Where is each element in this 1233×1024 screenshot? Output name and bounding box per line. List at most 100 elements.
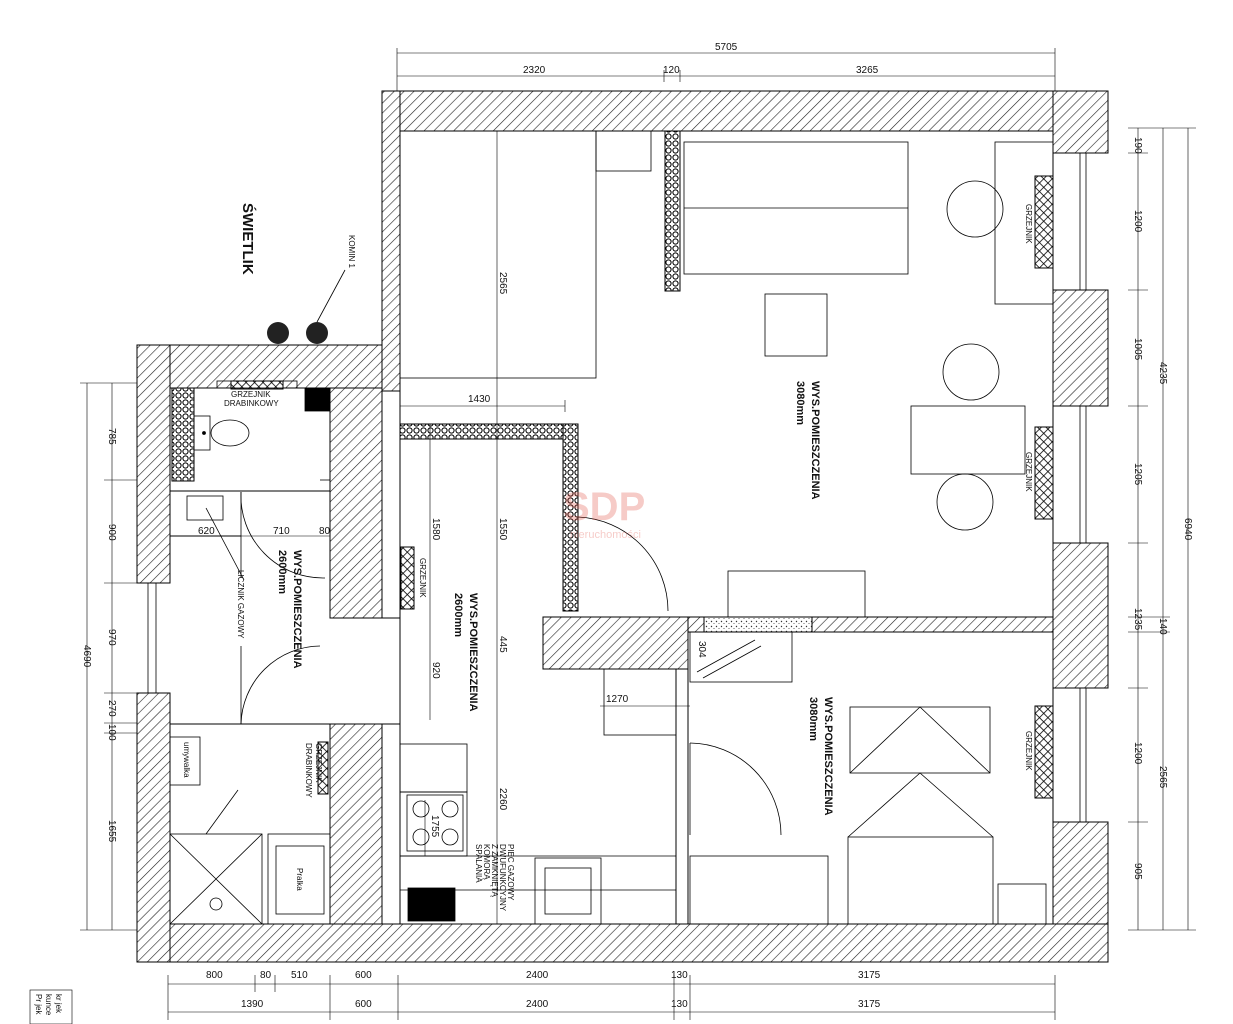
svg-text:Z ZAMKNIĘTĄ: Z ZAMKNIĘTĄ	[490, 844, 499, 898]
svg-text:SDP: SDP	[563, 485, 645, 529]
dimension-lines	[80, 48, 1196, 1020]
svg-text:DWUFUNKCYJNY: DWUFUNKCYJNY	[498, 844, 507, 912]
svg-text:1200: 1200	[1132, 742, 1143, 765]
windows	[137, 153, 1087, 822]
svg-text:270: 270	[106, 700, 117, 717]
svg-text:120: 120	[663, 65, 680, 76]
kitchen-partition	[171, 130, 813, 633]
svg-text:DRABINKOWY: DRABINKOWY	[224, 399, 279, 408]
svg-text:1270: 1270	[606, 694, 629, 705]
walls	[136, 90, 1109, 963]
svg-text:130: 130	[671, 970, 688, 981]
svg-text:1430: 1430	[468, 394, 491, 405]
gas-boiler	[407, 887, 456, 922]
svg-text:2260: 2260	[497, 788, 508, 811]
washbasin-label: umywalka	[182, 742, 191, 778]
gas-meter-label: LICZNIK GAZOWY	[236, 570, 245, 639]
room-height-kitchen: WYS.POMIESZCZENIA	[467, 593, 479, 712]
svg-text:KOMORĄ: KOMORĄ	[482, 844, 491, 880]
svg-text:5705: 5705	[715, 42, 738, 53]
svg-text:1755: 1755	[429, 815, 440, 838]
door-swing-wc	[240, 491, 326, 579]
svg-text:900: 900	[106, 524, 117, 541]
chair-2	[942, 343, 1000, 401]
chair-3	[936, 473, 994, 531]
svg-text:DRABINKOWY: DRABINKOWY	[304, 743, 313, 798]
tv-cabinet	[727, 570, 866, 618]
svg-text:3265: 3265	[856, 65, 879, 76]
meter-box	[304, 387, 331, 412]
svg-text:nieruchomości: nieruchomości	[570, 529, 641, 541]
svg-text:710: 710	[273, 526, 290, 537]
room-height-living: WYS.POMIESZCZENIA	[809, 381, 821, 500]
svg-text:600: 600	[355, 999, 372, 1010]
svg-text:2565: 2565	[497, 272, 508, 295]
svg-text:Pr jek: Pr jek	[34, 994, 43, 1015]
radiator-label-1: GRZEJNIK	[1024, 204, 1033, 244]
watermark: SDP nieruchomości	[563, 485, 645, 541]
svg-text:600: 600	[355, 970, 372, 981]
svg-text:1200: 1200	[1132, 210, 1143, 233]
washer-label: Pralka	[295, 868, 304, 891]
chimneys	[267, 269, 346, 344]
radiator-label-3: GRZEJNIK	[1024, 731, 1033, 771]
svg-text:130: 130	[671, 999, 688, 1010]
radiator-bedroom-upper	[1034, 175, 1054, 269]
svg-text:510: 510	[291, 970, 308, 981]
svg-text:3080mm: 3080mm	[807, 697, 819, 741]
chair-1	[946, 180, 1004, 238]
coffee-table	[764, 293, 828, 357]
svg-text:970: 970	[106, 629, 117, 646]
svg-text:80: 80	[319, 526, 331, 537]
radiator-bedroom-middle	[1034, 426, 1054, 520]
door-swing-bedroom	[689, 742, 782, 836]
svg-text:190: 190	[1132, 137, 1143, 154]
svg-text:kr jek: kr jek	[54, 994, 63, 1014]
svg-text:2565: 2565	[1157, 766, 1168, 789]
ladder-radiator-label: GRZEJNIK	[231, 390, 271, 399]
dimension-labels: 5705 2320 120 3265 190 1200 1005 1205 12…	[81, 42, 1193, 1010]
svg-text:1580: 1580	[430, 518, 441, 541]
svg-text:920: 920	[430, 662, 441, 679]
svg-text:2600mm: 2600mm	[452, 593, 464, 637]
svg-text:445: 445	[497, 636, 508, 653]
svg-text:785: 785	[106, 428, 117, 445]
svg-text:80: 80	[260, 970, 272, 981]
radiator-label-2: GRZEJNIK	[1024, 452, 1033, 492]
ladder-radiator-label-2: GRZEJNIK	[314, 743, 323, 783]
radiator-bedroom-lower	[1034, 705, 1054, 799]
svg-text:1550: 1550	[497, 518, 508, 541]
svg-text:2320: 2320	[523, 65, 546, 76]
svg-text:3175: 3175	[858, 999, 881, 1010]
svg-text:304: 304	[696, 641, 707, 658]
svg-text:2600mm: 2600mm	[276, 550, 288, 594]
door-swing-kitchen	[577, 516, 669, 612]
chimney-label: KOMIN 1	[347, 235, 356, 268]
svg-text:2400: 2400	[526, 970, 549, 981]
furniture	[169, 130, 1054, 925]
svg-text:4235: 4235	[1157, 362, 1168, 385]
table	[910, 405, 1026, 475]
doors	[240, 479, 782, 836]
svg-text:620: 620	[198, 526, 215, 537]
svg-text:100: 100	[106, 724, 117, 741]
svg-text:905: 905	[1132, 863, 1143, 880]
shower	[169, 833, 263, 925]
svg-text:6940: 6940	[1182, 518, 1193, 541]
radiators	[230, 175, 1054, 799]
radiator-kitchen	[400, 546, 415, 610]
svg-text:4690: 4690	[81, 645, 92, 668]
radiator-label-4: GRZEJNIK	[418, 558, 427, 598]
svg-text:1390: 1390	[241, 999, 264, 1010]
svg-text:SPALANIA: SPALANIA	[474, 844, 483, 883]
toilet	[210, 419, 250, 447]
svg-text:1655: 1655	[106, 820, 117, 843]
svg-text:1205: 1205	[1132, 463, 1143, 486]
svg-text:3080mm: 3080mm	[794, 381, 806, 425]
skylight-label: ŚWIETLIK	[239, 203, 257, 275]
svg-text:3175: 3175	[858, 970, 881, 981]
room-height-bedroom: WYS.POMIESZCZENIA	[822, 697, 834, 816]
radiator-ladder-bathroom	[317, 741, 329, 795]
svg-text:800: 800	[206, 970, 223, 981]
